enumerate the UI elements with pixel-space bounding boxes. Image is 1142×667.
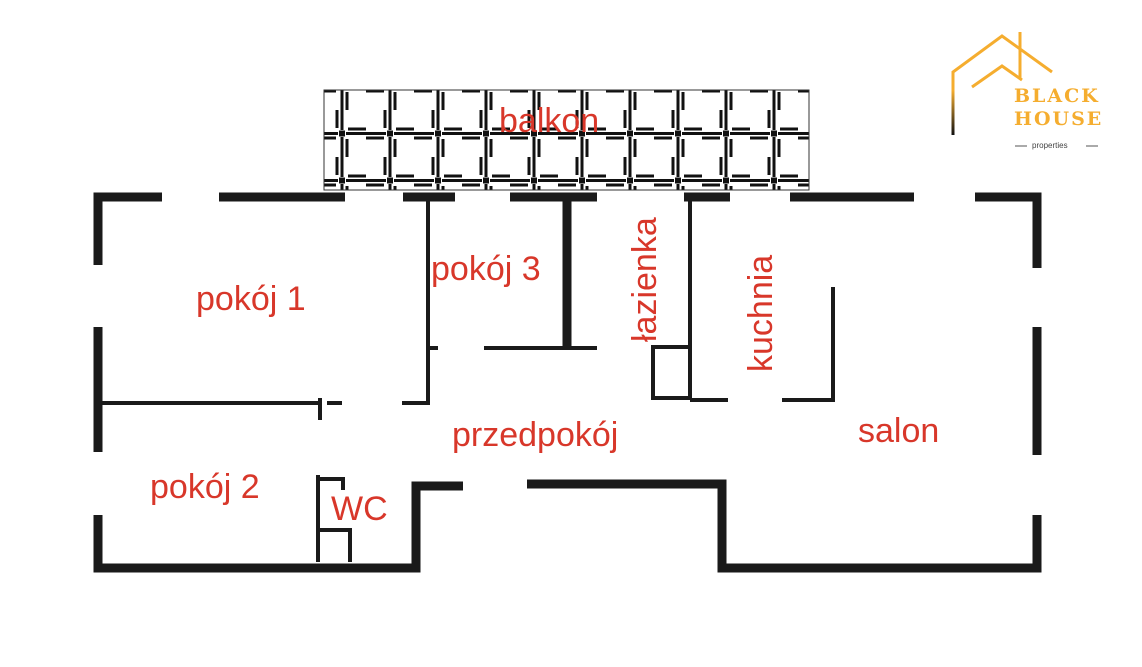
balcony-tiles (323, 89, 810, 191)
room-label-salon: salon (858, 412, 940, 450)
room-label-lazienka: łazienka (626, 217, 664, 342)
room-label-pokoj3: pokój 3 (431, 250, 541, 288)
logo-icon (951, 32, 1100, 147)
room-label-pokoj1: pokój 1 (196, 280, 306, 318)
walls (93, 192, 1042, 573)
logo-sub: properties (1032, 141, 1068, 150)
room-label-wc: WC (331, 490, 388, 528)
logo-line1: BLACK (1014, 85, 1100, 107)
room-label-balkon: balkon (499, 102, 600, 140)
inner-walls (100, 195, 835, 562)
room-label-kuchnia: kuchnia (742, 254, 780, 372)
logo-line2: HOUSE (1014, 108, 1104, 130)
room-label-pokoj2: pokój 2 (150, 468, 260, 506)
room-label-przedpokoj: przedpokój (452, 416, 619, 454)
